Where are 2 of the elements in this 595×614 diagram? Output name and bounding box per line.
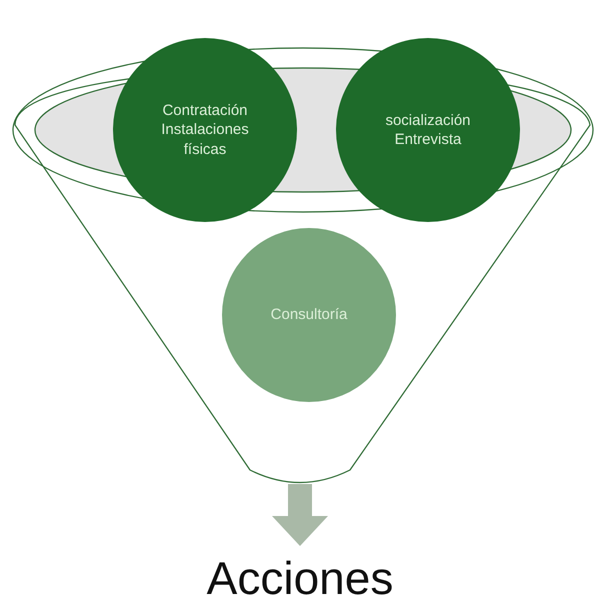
result-label: Acciones — [150, 548, 450, 608]
down-arrow — [272, 484, 328, 546]
